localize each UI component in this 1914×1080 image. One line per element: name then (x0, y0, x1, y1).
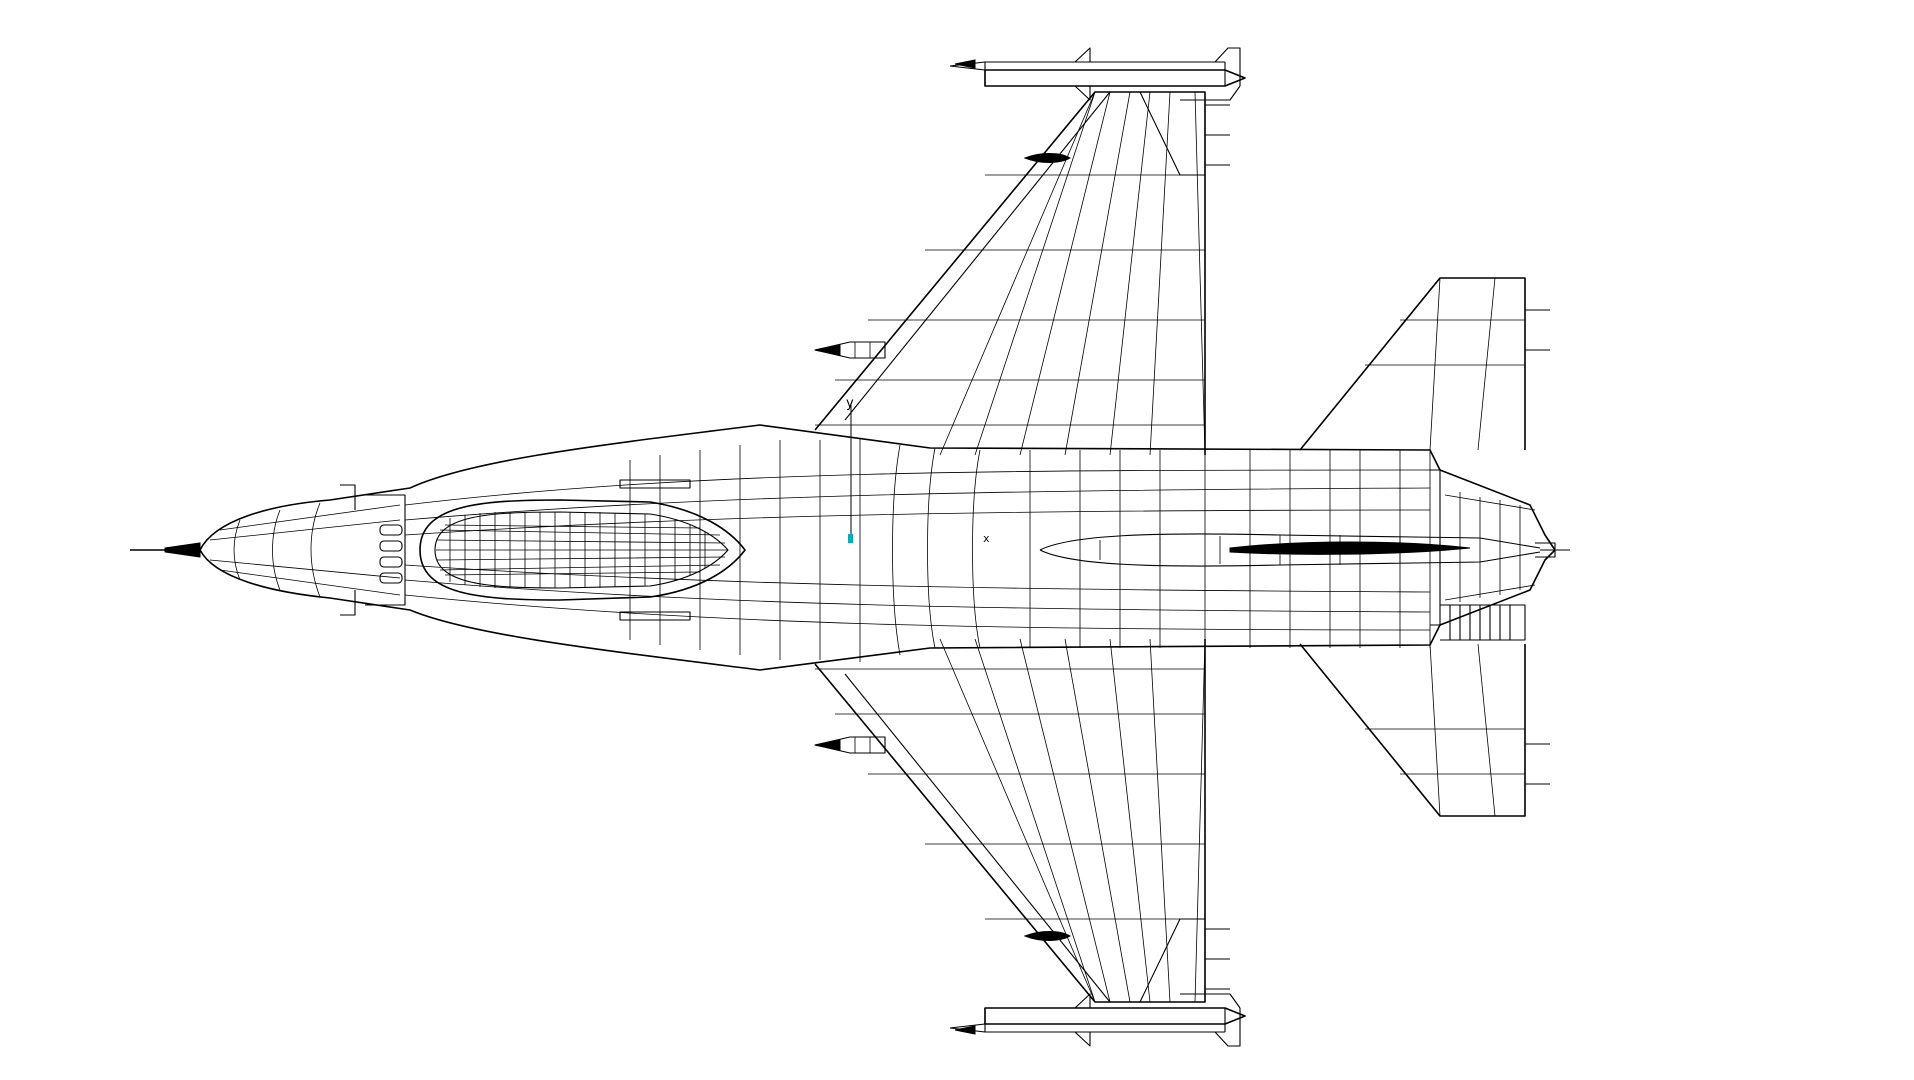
wingtip-missile-upper (949, 47, 1246, 101)
wing-lower (814, 638, 1230, 1003)
f16-plan-view: y x (130, 47, 1570, 1047)
canopy (419, 479, 746, 621)
wingtip-missile-lower (949, 993, 1246, 1047)
underwing-store-inner-lower (814, 736, 886, 754)
stabilizer-lower (1299, 643, 1550, 817)
center-marker: x (983, 532, 990, 545)
underwing-store-outer-upper (1023, 153, 1071, 163)
ucs-origin-icon (848, 534, 853, 543)
wing-upper (814, 91, 1230, 456)
axis-y-label: y (846, 396, 854, 411)
ucs-axis: y (846, 396, 854, 543)
dorsal-spine (1039, 533, 1541, 567)
stabilizer-upper (1299, 277, 1550, 451)
underwing-store-inner-upper (814, 341, 886, 359)
underwing-store-outer-lower (1023, 931, 1071, 941)
